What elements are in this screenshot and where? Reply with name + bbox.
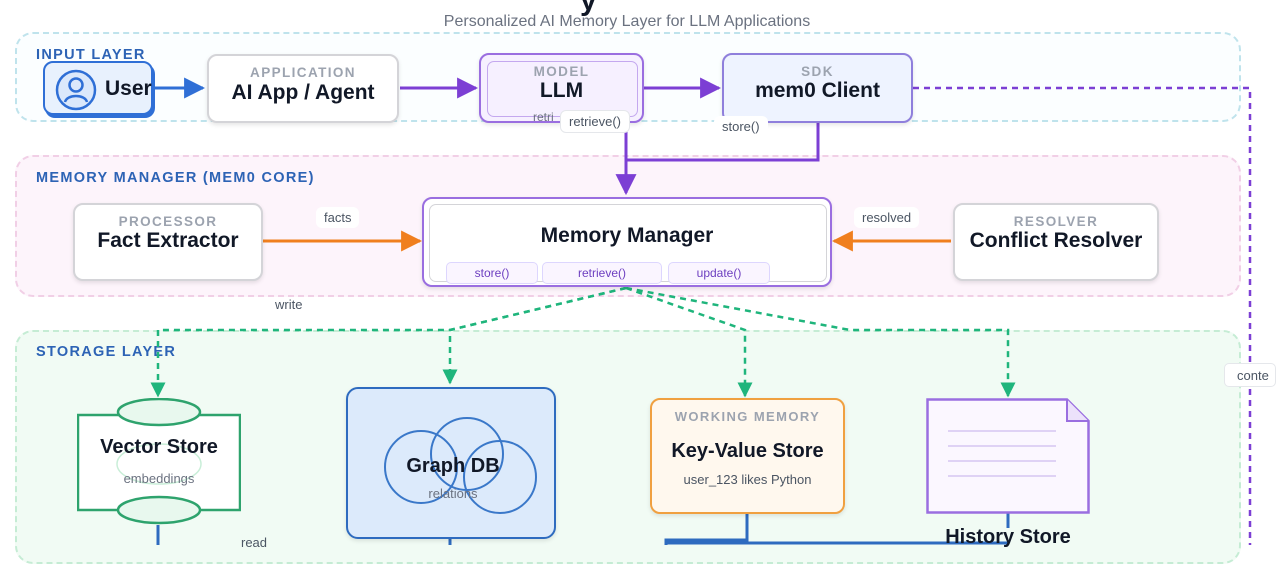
database-cylinder-icon <box>77 398 241 525</box>
method-store-chip[interactable]: store() <box>446 262 538 284</box>
app-kicker: APPLICATION <box>250 65 356 80</box>
document-icon <box>926 398 1090 514</box>
app-label: AI App / Agent <box>231 81 375 104</box>
vector-store-node[interactable]: Vector Store embeddings <box>77 398 241 526</box>
llm-kicker: MODEL <box>533 64 590 79</box>
fact-extractor-node[interactable]: PROCESSOR Fact Extractor <box>73 203 263 281</box>
edge-manager-graph <box>442 286 627 385</box>
facts-edge-label: facts <box>316 207 360 228</box>
resolved-edge-label: resolved <box>854 207 920 228</box>
history-store-node[interactable] <box>926 398 1090 514</box>
llm-label: LLM <box>539 79 584 102</box>
user-icon <box>55 69 97 111</box>
graph-db-node[interactable]: Graph DB relations <box>346 387 556 539</box>
processor-kicker: PROCESSOR <box>118 214 218 229</box>
context-edge-label: conte <box>1224 363 1276 387</box>
method-update-chip[interactable]: update() <box>668 262 770 284</box>
sdk-node[interactable]: SDK mem0 Client <box>722 53 913 123</box>
edge-sdk-context <box>913 86 1252 545</box>
memory-manager-layer-label: MEMORY MANAGER (MEM0 CORE) <box>36 170 315 186</box>
key-value-store-node[interactable]: WORKING MEMORY Key-Value Store user_123 … <box>650 398 845 514</box>
history-store-label: History Store <box>945 526 1071 548</box>
input-layer-label: INPUT LAYER <box>36 47 146 63</box>
edge-store-manager <box>626 122 820 162</box>
key-value-store-label: Key-Value Store <box>671 440 824 462</box>
key-value-store-sub: user_123 likes Python <box>683 472 812 487</box>
vector-store-label: Vector Store <box>100 436 218 458</box>
app-node[interactable]: APPLICATION AI App / Agent <box>207 54 399 123</box>
user-label: User <box>105 77 152 100</box>
memory-manager-node[interactable]: Memory Manager store() retrieve() update… <box>422 197 832 287</box>
method-retrieve-chip[interactable]: retrieve() <box>542 262 662 284</box>
user-node[interactable]: User <box>43 61 153 115</box>
edge-kv-down <box>664 514 749 545</box>
edge-manager-history <box>625 286 1016 398</box>
memory-manager-label: Memory Manager <box>540 224 714 247</box>
storage-layer-label: STORAGE LAYER <box>36 344 177 360</box>
conflict-resolver-label: Conflict Resolver <box>969 229 1143 252</box>
graph-db-sub: relations <box>428 486 478 501</box>
edge-manager-vector <box>150 286 627 398</box>
sdk-kicker: SDK <box>801 64 834 79</box>
resolver-kicker: RESOLVER <box>1013 214 1099 229</box>
graph-db-label: Graph DB <box>406 455 500 477</box>
store-edge-label: store() <box>714 116 768 137</box>
working-memory-kicker: WORKING MEMORY <box>674 409 821 424</box>
edge-manager-kv <box>625 286 753 398</box>
llm-sub-label: retri <box>533 110 554 124</box>
connectors-layer <box>150 77 1252 545</box>
diagram-title: y <box>580 0 597 17</box>
conflict-resolver-node[interactable]: RESOLVER Conflict Resolver <box>953 203 1159 281</box>
graph-circles-icon <box>384 417 537 514</box>
retrieve-edge-label: retrieve() <box>560 110 631 133</box>
sdk-label: mem0 Client <box>755 79 880 102</box>
vector-store-sub: embeddings <box>123 471 195 486</box>
fact-extractor-label: Fact Extractor <box>97 229 239 252</box>
write-edge-label: write <box>275 297 303 312</box>
read-edge-label: read <box>241 535 268 550</box>
diagram-subtitle: Personalized AI Memory Layer for LLM App… <box>443 13 811 30</box>
